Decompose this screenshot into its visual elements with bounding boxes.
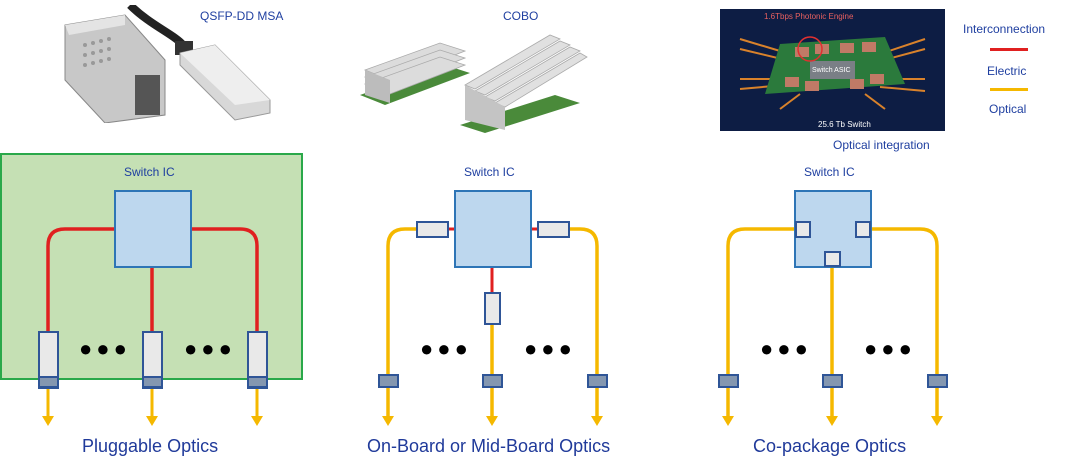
p3-copackaged-engine-bottom bbox=[824, 251, 841, 267]
p1-electric-right bbox=[190, 227, 259, 333]
p2-ellipsis-right: ●●● bbox=[524, 336, 576, 361]
legend-optical-label: Optical bbox=[989, 102, 1027, 116]
legend-title: Interconnection bbox=[963, 22, 1046, 36]
p1-ic-label: Switch IC bbox=[124, 165, 175, 179]
p2-connector-left bbox=[378, 374, 399, 388]
legend-electric-line bbox=[990, 48, 1028, 51]
p3-connector-right bbox=[927, 374, 948, 388]
p1-pluggable-module-center bbox=[142, 331, 163, 389]
qsfp-dd-label: QSFP-DD MSA bbox=[200, 9, 284, 23]
p3-copackaged-engine-left bbox=[795, 221, 811, 238]
qsfp-dd-photo bbox=[55, 2, 275, 124]
p1-switch-ic bbox=[114, 190, 192, 268]
cobo-label: COBO bbox=[503, 9, 539, 23]
photonic-engine-label: 1.6Tbps Photonic Engine bbox=[764, 12, 854, 21]
p3-caption: Co-package Optics bbox=[753, 436, 907, 456]
p2-onboard-module-right bbox=[537, 221, 570, 238]
co-packaged-chip-photo bbox=[720, 9, 945, 131]
p3-ellipsis-right: ●●● bbox=[864, 336, 916, 361]
p1-connector-center bbox=[142, 376, 163, 388]
p3-connector-left bbox=[718, 374, 739, 388]
switch-asic-label: Switch ASIC bbox=[812, 67, 851, 74]
p2-onboard-module-bottom bbox=[484, 292, 501, 325]
optical-integration-label: Optical integration bbox=[833, 138, 930, 152]
p3-ic-label: Switch IC bbox=[804, 165, 855, 179]
legend-electric-label: Electric bbox=[987, 64, 1027, 78]
legend-optical-line bbox=[990, 88, 1028, 91]
p1-pluggable-module-left bbox=[38, 331, 59, 389]
p1-ellipsis-right: ●●● bbox=[184, 336, 236, 361]
p1-caption: Pluggable Optics bbox=[82, 436, 219, 456]
p2-ic-label: Switch IC bbox=[464, 165, 515, 179]
p2-switch-ic bbox=[454, 190, 532, 268]
switch-bandwidth-label: 25.6 Tb Switch bbox=[818, 120, 871, 129]
p1-pluggable-module-right bbox=[247, 331, 268, 389]
p2-caption: On-Board or Mid-Board Optics bbox=[367, 436, 611, 456]
p2-onboard-module-left bbox=[416, 221, 449, 238]
p1-electric-left bbox=[46, 227, 115, 333]
p2-ellipsis-left: ●●● bbox=[420, 336, 472, 361]
p1-connector-right bbox=[247, 376, 268, 388]
p3-copackaged-engine-right bbox=[855, 221, 871, 238]
p3-ellipsis-left: ●●● bbox=[760, 336, 812, 361]
p1-connector-left bbox=[38, 376, 59, 388]
p2-connector-right bbox=[587, 374, 608, 388]
p2-connector-center bbox=[482, 374, 503, 388]
p3-connector-center bbox=[822, 374, 843, 388]
p1-ellipsis-left: ●●● bbox=[79, 336, 131, 361]
cobo-photo bbox=[355, 25, 595, 133]
